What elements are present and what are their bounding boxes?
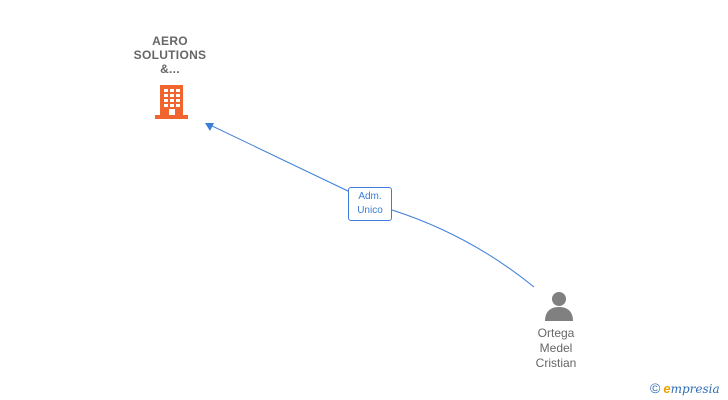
brand-initial: e — [663, 381, 671, 396]
company-name-line: AERO — [152, 34, 188, 48]
person-name[interactable]: Ortega Medel Cristian — [506, 326, 606, 371]
company-name-line: &... — [160, 62, 180, 76]
person-name-line: Cristian — [535, 356, 577, 370]
relation-label[interactable]: Adm. Unico — [348, 187, 392, 221]
company-name[interactable]: AERO SOLUTIONS &... — [110, 34, 230, 76]
brand-name: mpresia — [670, 382, 720, 396]
relation-label-line: Adm. — [358, 191, 382, 202]
person-name-line: Ortega — [537, 326, 575, 340]
brand-logo: ©empresia — [650, 380, 720, 398]
company-name-line: SOLUTIONS — [133, 48, 207, 62]
person-name-line: Medel — [539, 341, 573, 355]
relation-edge — [207, 123, 535, 288]
copyright-icon: © — [650, 380, 661, 396]
relation-label-line: Unico — [357, 205, 383, 216]
person-icon[interactable] — [543, 290, 575, 322]
edge-arrowhead — [205, 123, 214, 131]
building-icon[interactable] — [155, 84, 188, 120]
